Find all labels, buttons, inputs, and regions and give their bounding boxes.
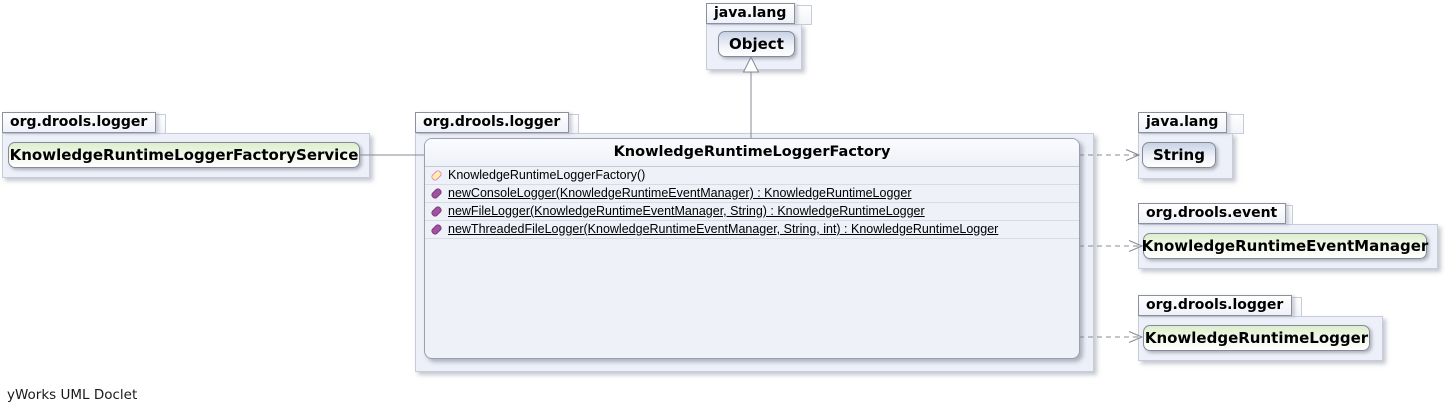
- method-icon: [430, 205, 443, 218]
- dependency-arrowhead-icon: [1128, 240, 1144, 252]
- dependency-arrowhead-icon: [1125, 149, 1141, 161]
- package-tab-java-lang-right: java.lang: [1138, 112, 1228, 133]
- package-tab-step: [797, 5, 812, 25]
- class-node-knowledgeruntimeeventmanager[interactable]: KnowledgeRuntimeEventManager: [1142, 233, 1428, 259]
- member-label: newConsoleLogger(KnowledgeRuntimeEventMa…: [448, 186, 912, 200]
- package-tab-org-drools-logger-center: org.drools.logger: [415, 112, 570, 133]
- constructor-row[interactable]: KnowledgeRuntimeLoggerFactory(): [425, 167, 1079, 185]
- method-icon: [430, 187, 443, 200]
- method-row-newconsolelogger[interactable]: newConsoleLogger(KnowledgeRuntimeEventMa…: [425, 185, 1079, 203]
- package-tab-java-lang-top: java.lang: [706, 3, 796, 24]
- package-tab-org-drools-logger-left: org.drools.logger: [2, 112, 157, 133]
- method-row-newthreadedfilelogger[interactable]: newThreadedFileLogger(KnowledgeRuntimeEv…: [425, 221, 1079, 239]
- package-tab-step: [1229, 114, 1244, 134]
- member-label: newFileLogger(KnowledgeRuntimeEventManag…: [448, 204, 925, 218]
- class-node-knowledgeruntimeloggerfactoryservice[interactable]: KnowledgeRuntimeLoggerFactoryService: [8, 142, 360, 168]
- generalization-arrowhead-icon: [742, 55, 760, 73]
- method-icon: [430, 223, 443, 236]
- class-node-knowledgeruntimelogger[interactable]: KnowledgeRuntimeLogger: [1143, 325, 1370, 351]
- constructor-icon: [430, 169, 443, 182]
- class-node-string[interactable]: String: [1142, 142, 1216, 168]
- method-row-newfilelogger[interactable]: newFileLogger(KnowledgeRuntimeEventManag…: [425, 203, 1079, 221]
- dependency-arrowhead-icon: [1128, 331, 1144, 343]
- class-title: KnowledgeRuntimeLoggerFactory: [425, 139, 1079, 167]
- class-node-knowledgeruntimeloggerfactory: KnowledgeRuntimeLoggerFactory KnowledgeR…: [424, 138, 1080, 359]
- member-label: KnowledgeRuntimeLoggerFactory(): [448, 168, 646, 182]
- tool-credit-label: yWorks UML Doclet: [7, 387, 138, 403]
- package-tab-org-drools-event: org.drools.event: [1138, 203, 1287, 224]
- member-label: newThreadedFileLogger(KnowledgeRuntimeEv…: [448, 222, 999, 236]
- package-tab-org-drools-logger-right: org.drools.logger: [1138, 295, 1293, 316]
- class-node-object[interactable]: Object: [718, 31, 795, 57]
